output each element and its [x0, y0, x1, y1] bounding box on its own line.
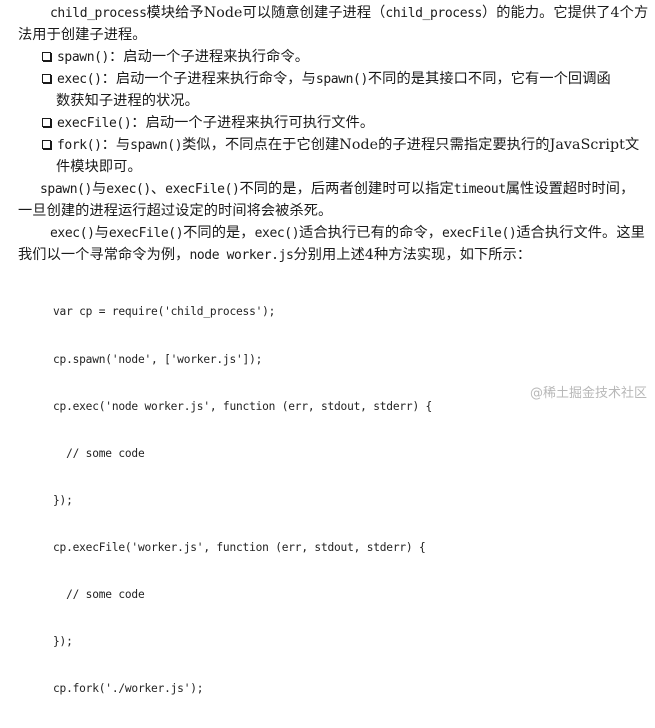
- text: 不同的是其接口不同，它有一个回调函: [367, 71, 611, 87]
- text: 与: [94, 225, 109, 241]
- code-block: var cp = require('child_process'); cp.sp…: [53, 273, 432, 728]
- text: ：启动一个子进程来执行命令。: [109, 49, 310, 65]
- paragraph-intro-line-2: 法用于创建子进程。: [18, 27, 147, 43]
- bullet-exec-continuation: 数获知子进程的状况。: [56, 93, 199, 109]
- inline-code: execFile(): [108, 226, 184, 241]
- bullet-fork: fork()：与spawn()类似，不同点在于它创建Node的子进程只需指定要执…: [42, 135, 639, 156]
- inline-code: execFile(): [57, 116, 132, 131]
- inline-code: timeout: [453, 182, 506, 197]
- text: ：与: [101, 137, 131, 153]
- code-line: // some code: [53, 588, 145, 602]
- code-line: cp.exec('node worker.js', function (err,…: [53, 399, 433, 413]
- inline-code: child_process: [50, 6, 147, 21]
- inline-code: exec(): [106, 182, 151, 197]
- text: 类似，不同点在于它创建Node的子进程只需指定要执行的JavaScript文: [182, 137, 640, 153]
- checkbox-bullet-icon: [42, 118, 51, 127]
- text: 分别用上述4种方法实现，如下所示：: [293, 247, 532, 263]
- bullet-execfile: execFile()：启动一个子进程来执行可执行文件。: [42, 113, 374, 134]
- code-line: });: [53, 635, 73, 649]
- paragraph-compare-line-2: 我们以一个寻常命令为例，node worker.js分别用上述4种方法实现，如下…: [18, 245, 531, 266]
- inline-code: exec(): [57, 72, 102, 87]
- document-page: child_process模块给予Node可以随意创建子进程（child_pro…: [18, 3, 648, 695]
- code-line: cp.execFile('worker.js', function (err, …: [53, 540, 426, 554]
- inline-code: spawn(): [40, 182, 92, 197]
- text: 、: [150, 181, 166, 197]
- inline-code: spawn(): [315, 72, 368, 87]
- code-line: var cp = require('child_process');: [53, 305, 276, 319]
- text: 属性设置超时时间，: [505, 181, 635, 197]
- bullet-exec: exec()：启动一个子进程来执行命令，与spawn()不同的是其接口不同，它有…: [42, 69, 611, 90]
- text: ：启动一个子进程来执行可执行文件。: [131, 115, 375, 131]
- inline-code: exec(): [254, 226, 300, 241]
- inline-code: child_process: [385, 6, 482, 21]
- checkbox-bullet-icon: [42, 74, 51, 83]
- text: 适合执行文件。这里: [516, 225, 645, 241]
- text: ）的能力。它提供了4个方: [481, 5, 649, 21]
- inline-code: execFile(): [442, 226, 517, 241]
- code-line: });: [53, 493, 73, 507]
- code-line: // some code: [53, 446, 145, 460]
- inline-code: spawn(): [130, 138, 183, 153]
- code-line: cp.fork('./worker.js');: [53, 682, 204, 696]
- paragraph-timeout-line-2: 一旦创建的进程运行超过设定的时间将会被杀死。: [18, 203, 333, 219]
- text: 与: [92, 181, 107, 197]
- text: 不同的是，: [183, 225, 255, 241]
- inline-code: execFile(): [165, 182, 240, 197]
- inline-code: exec(): [50, 226, 95, 241]
- inline-code: spawn(): [57, 50, 109, 65]
- checkbox-bullet-icon: [42, 52, 51, 61]
- inline-code: node worker.js: [189, 248, 294, 263]
- checkbox-bullet-icon: [42, 140, 51, 149]
- paragraph-compare-line-1: exec()与execFile()不同的是，exec()适合执行已有的命令，ex…: [50, 223, 645, 244]
- text: 不同的是，后两者创建时可以指定: [239, 181, 454, 197]
- bullet-spawn: spawn()：启动一个子进程来执行命令。: [42, 47, 309, 68]
- paragraph-intro-line-1: child_process模块给予Node可以随意创建子进程（child_pro…: [50, 3, 648, 24]
- text: 我们以一个寻常命令为例，: [18, 247, 190, 263]
- text: ：启动一个子进程来执行命令，与: [101, 71, 316, 87]
- watermark: @稀土掘金技术社区: [529, 386, 647, 401]
- paragraph-timeout-line-1: spawn()与exec()、execFile()不同的是，后两者创建时可以指定…: [40, 179, 634, 200]
- inline-code: fork(): [57, 138, 102, 153]
- text: 模块给予Node可以随意创建子进程（: [146, 5, 386, 21]
- bullet-fork-continuation: 件模块即可。: [56, 159, 142, 175]
- text: 适合执行已有的命令，: [299, 225, 443, 241]
- code-line: cp.spawn('node', ['worker.js']);: [53, 352, 263, 366]
